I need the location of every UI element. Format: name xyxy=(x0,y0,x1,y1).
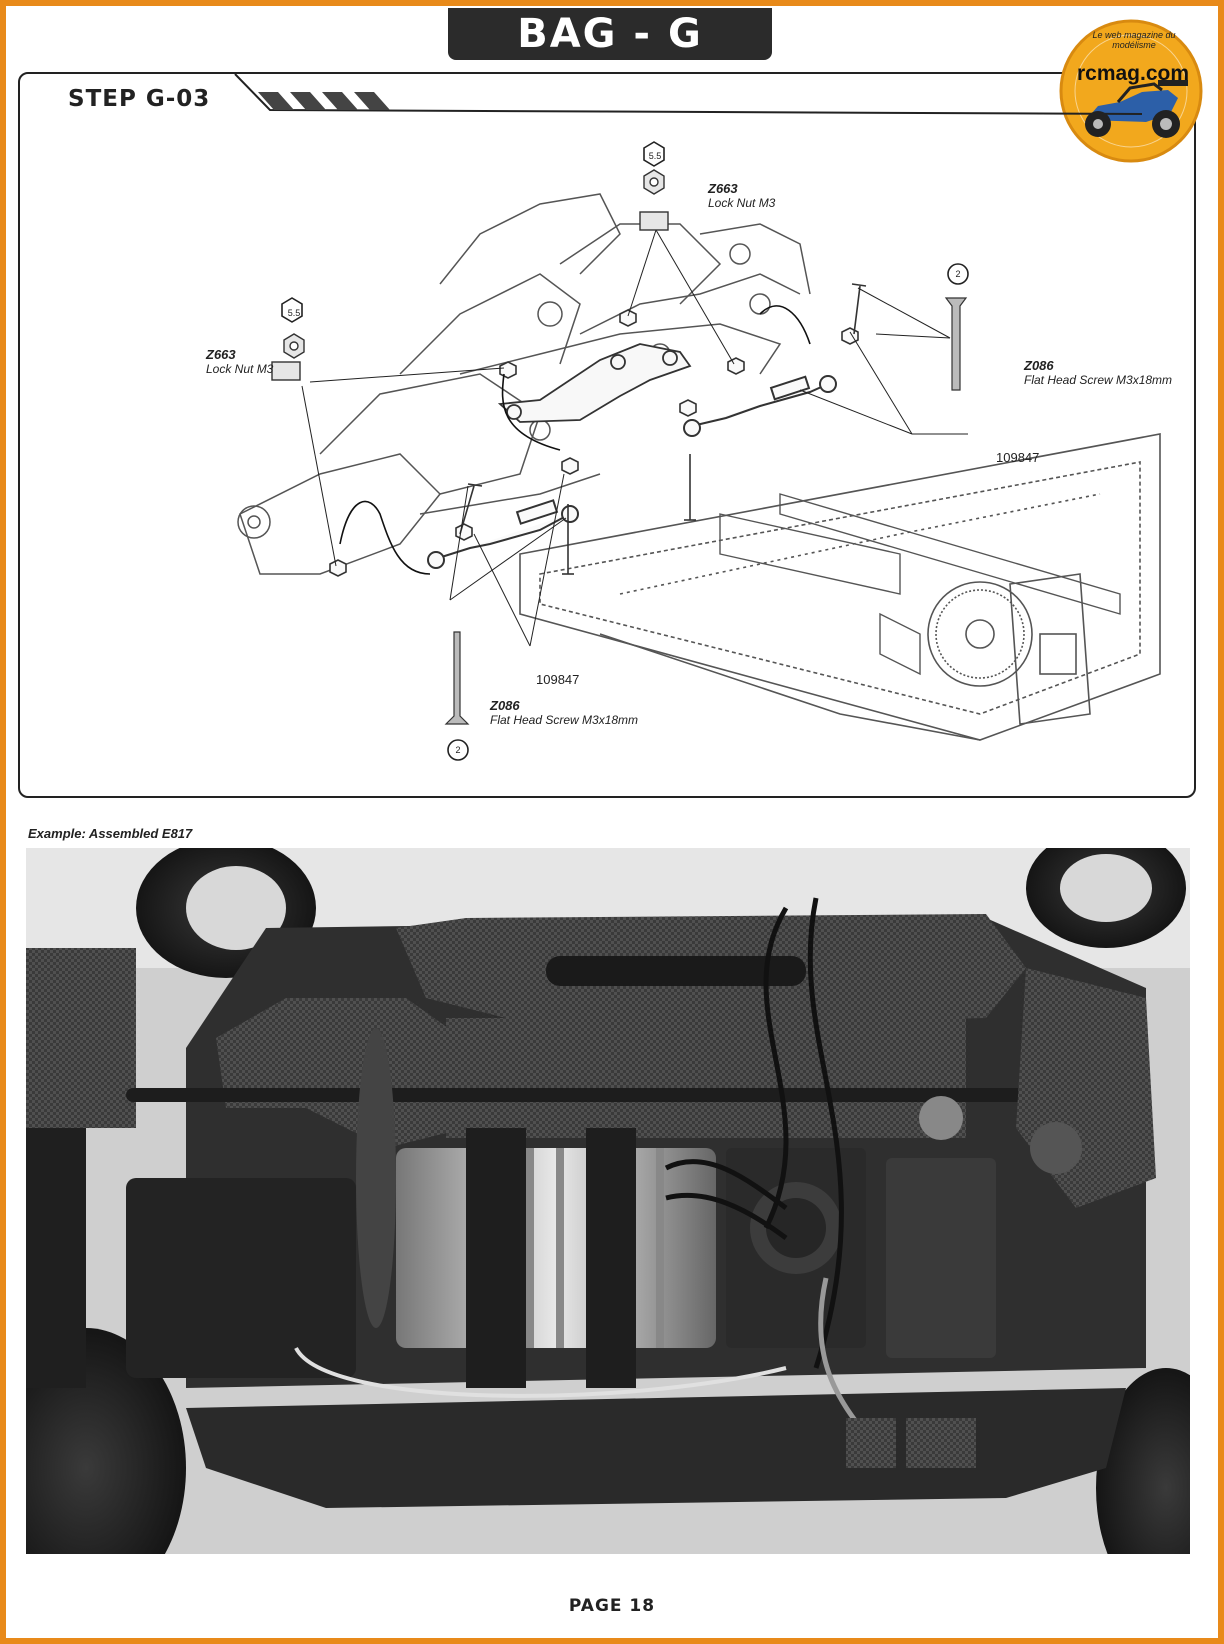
step-frame xyxy=(18,72,1196,798)
tool-size-top: 5.5 xyxy=(648,151,662,161)
part-label-rod-right: 109847 xyxy=(996,450,1040,465)
part-code: Z086 xyxy=(1024,358,1054,373)
bag-title: BAG - G xyxy=(448,8,772,60)
example-caption: Example: Assembled E817 xyxy=(28,826,193,841)
page-number: PAGE 18 xyxy=(568,1596,656,1616)
part-name: Flat Head Screw M3x18mm xyxy=(1024,373,1173,387)
part-name: Flat Head Screw M3x18mm xyxy=(490,713,639,727)
assembled-car-photo xyxy=(26,848,1190,1554)
part-name: Lock Nut M3 xyxy=(708,196,776,210)
tool-size-left: 5.5 xyxy=(287,308,301,318)
part-code: Z663 xyxy=(708,181,738,196)
part-label-screw-right: Z086 Flat Head Screw M3x18mm xyxy=(1024,358,1173,388)
logo-tagline: Le web magazine du modélisme xyxy=(1092,30,1176,50)
step-title: STEP G-03 xyxy=(68,86,211,112)
tool-size-right: 2 xyxy=(955,269,961,279)
part-name: Lock Nut M3 xyxy=(206,362,274,376)
part-code: Z086 xyxy=(490,698,520,713)
tool-size-bottom: 2 xyxy=(455,745,461,755)
part-code: Z663 xyxy=(206,347,236,362)
part-label-screw-bottom: Z086 Flat Head Screw M3x18mm xyxy=(490,698,639,728)
part-label-lock-nut-left: Z663 Lock Nut M3 xyxy=(206,347,274,377)
assembly-diagram xyxy=(234,74,1161,761)
rcmag-logo xyxy=(1059,19,1203,163)
part-label-rod-bottom: 109847 xyxy=(536,672,580,687)
logo-name: rcmag.com xyxy=(1076,62,1190,85)
part-label-lock-nut-top: Z663 Lock Nut M3 xyxy=(708,181,776,211)
